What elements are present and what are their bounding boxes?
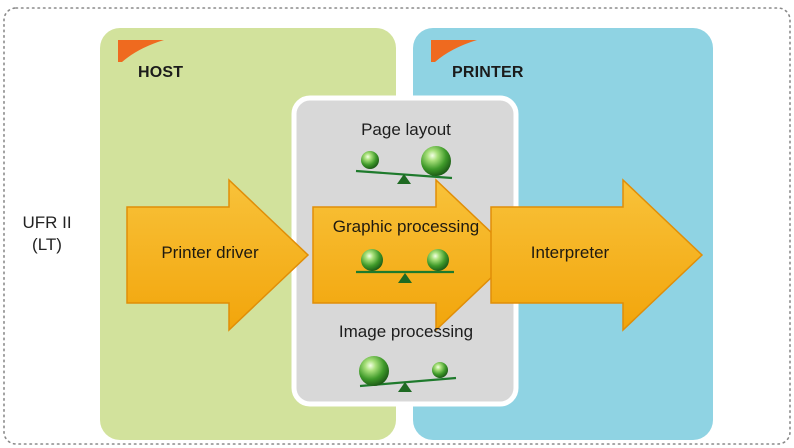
image-processing-balance (359, 356, 457, 392)
host-corner-accent (118, 40, 164, 62)
large-sphere (421, 146, 451, 176)
interpreter-label: Interpreter (530, 243, 610, 262)
right-sphere (427, 249, 449, 271)
small-sphere (361, 151, 379, 169)
printer-driver-label: Printer driver (161, 243, 259, 262)
graphic-processing-arrow (312, 178, 517, 332)
page-layout-balance (355, 146, 453, 184)
lt-line: (LT) (32, 235, 62, 254)
printer-driver-arrow (126, 178, 310, 332)
graphic-processing-label: Graphic processing (332, 217, 480, 236)
printer-corner-accent (431, 40, 477, 62)
image-processing-label: Image processing (338, 322, 474, 341)
interpreter-arrow (490, 178, 704, 332)
small-sphere (432, 362, 448, 378)
outer-dotted-frame (3, 7, 791, 445)
host-title: HOST (138, 64, 184, 81)
ufr-ii-line: UFR II (22, 213, 72, 232)
large-sphere (359, 356, 389, 386)
left-sphere (361, 249, 383, 271)
page-layout-label: Page layout (361, 120, 451, 139)
graphic-processing-balance (356, 249, 454, 283)
printer-title: PRINTER (452, 64, 524, 81)
ufr-ii-lt-label: UFR II (LT) (8, 212, 86, 256)
